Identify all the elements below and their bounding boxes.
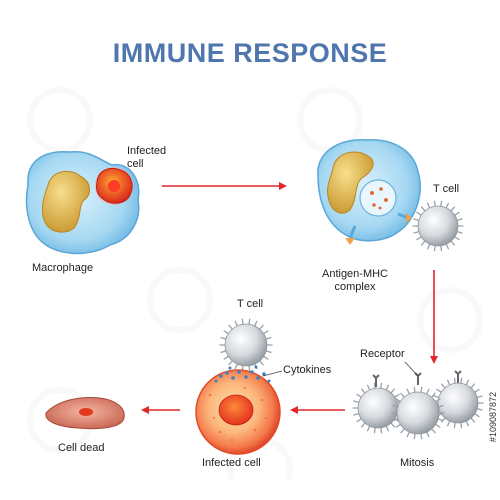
macrophage-nucleus [41,170,90,233]
cytokines [214,365,271,383]
infected-cell-label-line2: cell [127,157,144,170]
infected-cell-label: Infected cell [127,145,166,170]
footer-bar [0,481,500,500]
infected-cell-large [195,369,281,455]
antigen-presenting-nucleus [327,151,374,214]
t-cell-bottom-label: T cell [237,298,264,310]
t-cell-top [412,200,464,252]
t-cell-bottom [219,318,273,372]
t-cell-mitosis-3 [432,377,484,429]
t-cell-top-label: T cell [433,183,460,195]
antigen-mhc-label-line1: Antigen-MHC [321,268,389,280]
antigen-mhc-pin-2 [397,212,412,223]
antigen-mhc-label: Antigen-MHC complex [310,268,400,293]
receptors [372,370,462,387]
dead-cell [45,397,125,430]
infected-cell-label-line1: Infected [127,145,167,157]
antigen-mhc-label-line2: complex [334,280,376,293]
macrophage-label: Macrophage [32,262,94,274]
t-cell-mitosis-1 [352,382,404,434]
stock-id: #109087872 [488,392,498,443]
antigen-mhc-pin-1 [345,225,357,245]
page-title: IMMUNE RESPONSE [112,38,388,68]
infected-cell-bottom-label: Infected cell [202,457,261,469]
mitosis-label: Mitosis [400,457,435,469]
t-cell-mitosis-2 [391,386,445,440]
antigen-presenting-cell [317,139,421,245]
cell-dead-label: Cell dead [58,442,105,454]
infected-cell-small [95,167,133,205]
vacuole [359,179,397,217]
cytokines-pointer [262,370,283,377]
receptor-pointer [404,361,419,377]
cytokines-label: Cytokines [283,364,332,376]
infected-nucleus [218,394,254,426]
receptor-label: Receptor [360,348,405,360]
